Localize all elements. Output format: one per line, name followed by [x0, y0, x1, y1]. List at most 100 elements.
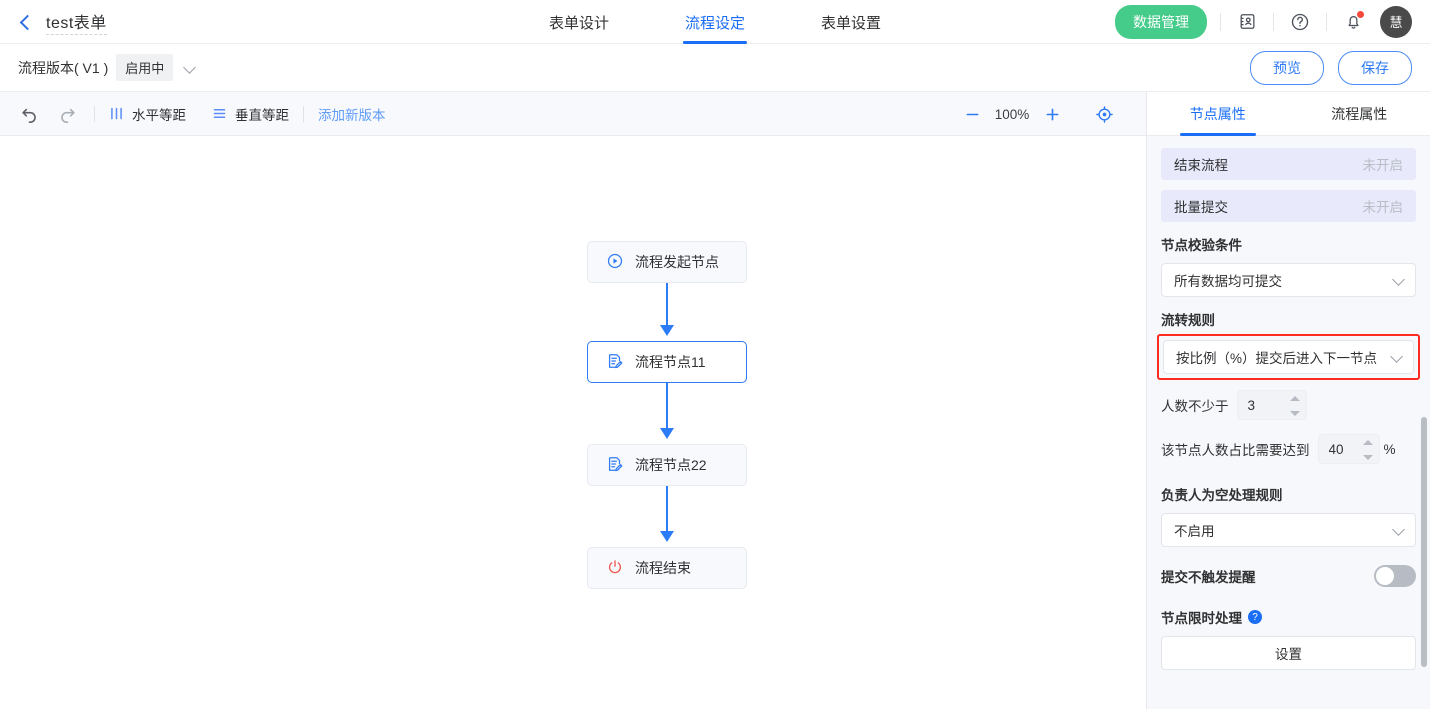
connector-line [666, 383, 668, 433]
spinner-arrows-icon[interactable] [1289, 395, 1300, 417]
validate-condition-select[interactable]: 所有数据均可提交 [1161, 263, 1416, 297]
version-actions: 预览 保存 [1250, 50, 1412, 85]
align-vertical-button[interactable]: 垂直等距 [212, 104, 289, 124]
power-off-icon [606, 558, 624, 579]
toggle-knob [1376, 567, 1394, 585]
play-circle-icon [606, 252, 624, 273]
connector-arrow [660, 531, 674, 542]
canvas-column: 水平等距 垂直等距 添加新版本 100% [0, 92, 1147, 709]
header-actions: 数据管理 [1115, 4, 1430, 39]
row-batch-submit[interactable]: 批量提交 未开启 [1161, 190, 1416, 222]
flow-rule-value: 按比例（%）提交后进入下一节点 [1176, 351, 1378, 366]
tab-node-properties[interactable]: 节点属性 [1147, 92, 1289, 136]
tab-flow-properties[interactable]: 流程属性 [1331, 105, 1388, 122]
owner-empty-label: 负责人为空处理规则 [1161, 488, 1283, 503]
flow-rule-select[interactable]: 按比例（%）提交后进入下一节点 [1163, 340, 1414, 374]
row-end-flow[interactable]: 结束流程 未开启 [1161, 148, 1416, 180]
min-count-stepper[interactable] [1236, 390, 1307, 420]
panel-body: 结束流程 未开启 批量提交 未开启 节点校验条件 所有数据均可提交 流转规则 按… [1147, 136, 1430, 709]
form-edit-icon [606, 455, 624, 476]
ratio-label: 该节点人数占比需要达到 [1161, 443, 1310, 458]
flow-node-22[interactable]: 流程节点22 [587, 444, 747, 486]
question-mark-icon[interactable]: ? [1248, 610, 1262, 624]
no-trigger-label: 提交不触发提醒 [1161, 570, 1256, 585]
version-label: 流程版本( V1 ) [18, 59, 109, 76]
no-trigger-toggle[interactable] [1374, 565, 1416, 587]
row-batch-submit-state: 未开启 [1362, 200, 1404, 215]
connector-line [666, 486, 668, 536]
align-vertical-label: 垂直等距 [235, 107, 289, 123]
tab-form-design[interactable]: 表单设计 [548, 14, 609, 32]
ratio-suffix: % [1383, 441, 1396, 457]
owner-empty-select[interactable]: 不启用 [1161, 513, 1416, 547]
flow-node-start[interactable]: 流程发起节点 [587, 241, 747, 283]
align-horizontal-button[interactable]: 水平等距 [109, 104, 186, 124]
min-count-label: 人数不少于 [1161, 399, 1229, 414]
connector-arrow [660, 428, 674, 439]
rule-section-label: 流转规则 [1161, 313, 1215, 328]
ratio-row: 该节点人数占比需要达到 % [1161, 434, 1416, 464]
avatar[interactable]: 慧 [1380, 5, 1412, 38]
timeout-settings-button[interactable]: 设置 [1161, 636, 1416, 670]
undo-icon[interactable] [16, 101, 42, 127]
notification-dot [1357, 10, 1364, 18]
min-count-row: 人数不少于 [1161, 390, 1416, 420]
page-title[interactable]: test表单 [46, 9, 107, 35]
flow-node-end[interactable]: 流程结束 [587, 547, 747, 589]
zoom-in-button[interactable] [1035, 97, 1069, 131]
owner-empty-value: 不启用 [1174, 524, 1215, 539]
chevron-down-icon [1393, 524, 1405, 536]
back-area: test表单 [0, 9, 107, 35]
panel-scrollbar-thumb[interactable] [1421, 417, 1427, 667]
fit-view-target-icon[interactable] [1087, 97, 1121, 131]
divider [94, 105, 95, 122]
form-edit-icon [606, 352, 624, 373]
back-chevron-icon[interactable] [18, 14, 34, 30]
body-row: 水平等距 垂直等距 添加新版本 100% [0, 92, 1430, 709]
ratio-input[interactable] [1328, 441, 1357, 457]
divider [303, 105, 304, 122]
connector-line [666, 283, 668, 331]
version-status-badge: 启用中 [116, 54, 174, 81]
chevron-down-icon [1391, 351, 1403, 363]
flow-node-label: 流程结束 [635, 560, 691, 576]
preview-button[interactable]: 预览 [1250, 50, 1324, 85]
row-batch-submit-label: 批量提交 [1174, 200, 1228, 215]
top-header-bar: test表单 表单设计 流程设定 表单设置 数据管理 [0, 0, 1430, 44]
data-manage-button[interactable]: 数据管理 [1115, 4, 1207, 39]
zoom-controls: 100% [955, 92, 1121, 136]
divider [1326, 12, 1327, 31]
min-count-input[interactable] [1247, 397, 1284, 413]
no-trigger-row: 提交不触发提醒 [1161, 565, 1416, 587]
zoom-out-button[interactable] [955, 97, 989, 131]
bell-icon[interactable] [1340, 9, 1366, 35]
canvas-toolbar: 水平等距 垂直等距 添加新版本 100% [0, 92, 1146, 136]
validate-condition-value: 所有数据均可提交 [1174, 274, 1282, 289]
flow-diagram: 流程发起节点 流程 [587, 241, 747, 589]
redo-icon[interactable] [54, 101, 80, 127]
save-button[interactable]: 保存 [1338, 50, 1412, 85]
spinner-arrows-icon[interactable] [1362, 439, 1373, 461]
flow-connector [587, 383, 747, 444]
align-horizontal-label: 水平等距 [132, 107, 186, 123]
panel-tabs: 节点属性 流程属性 [1147, 92, 1430, 136]
contact-card-icon[interactable] [1234, 9, 1260, 35]
timeout-label-row: 节点限时处理 ? [1161, 607, 1416, 627]
flow-node-label: 流程节点22 [635, 457, 707, 473]
chevron-down-icon[interactable] [184, 62, 196, 74]
flow-connector [587, 283, 747, 341]
tab-form-setting[interactable]: 表单设置 [821, 14, 882, 32]
ratio-stepper[interactable] [1317, 434, 1380, 464]
divider [1273, 12, 1274, 31]
row-end-flow-state: 未开启 [1362, 158, 1404, 173]
chevron-down-icon [1393, 274, 1405, 286]
flow-node-label: 流程发起节点 [635, 254, 719, 270]
flow-node-11[interactable]: 流程节点11 [587, 341, 747, 383]
question-circle-icon[interactable] [1287, 9, 1313, 35]
tab-flow-setting[interactable]: 流程设定 [682, 0, 748, 44]
version-bar: 流程版本( V1 ) 启用中 预览 保存 [0, 44, 1430, 92]
flow-canvas[interactable]: 流程发起节点 流程 [0, 136, 1146, 709]
timeout-label: 节点限时处理 [1161, 611, 1242, 626]
add-version-link[interactable]: 添加新版本 [318, 107, 386, 123]
